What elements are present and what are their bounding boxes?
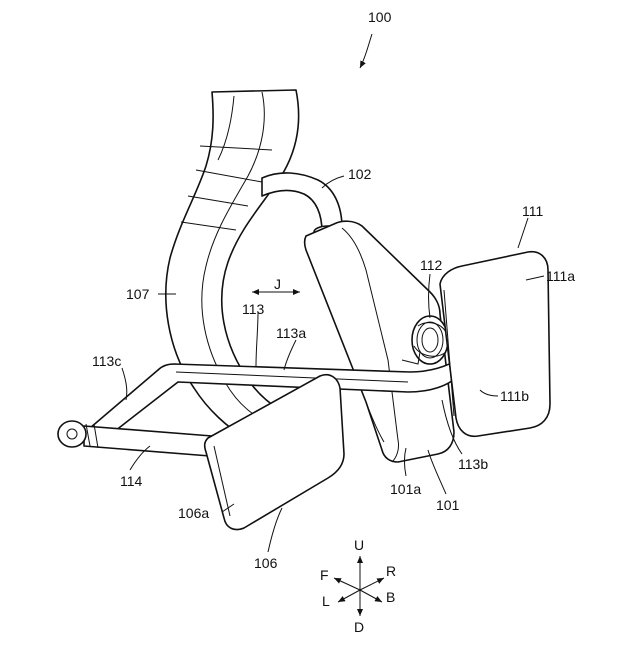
label-111b: 111b [500,388,529,404]
label-114: 114 [120,473,143,489]
leader-100 [360,34,372,68]
label-111a: 111a [546,268,575,284]
compass-up: U [354,537,364,553]
label-106: 106 [254,555,278,571]
compass-rear: R [386,563,396,579]
label-101a: 101a [390,481,421,497]
label-102: 102 [348,166,372,182]
direction-compass [334,556,384,616]
label-107: 107 [126,286,150,302]
label-112: 112 [420,257,443,273]
label-101: 101 [436,497,460,513]
label-113b: 113b [458,456,488,472]
leader-113c [122,368,127,400]
leader-106 [268,508,282,552]
leader-113 [256,312,258,366]
spring-112 [412,316,448,364]
label-j: J [274,276,281,292]
leader-101 [428,450,446,494]
compass-back: B [386,589,395,605]
leader-111 [518,218,528,248]
label-113c: 113c [92,353,121,369]
label-106a: 106a [178,505,209,521]
label-100: 100 [368,9,392,25]
label-111: 111 [522,203,543,219]
compass-front: F [320,567,329,583]
compass-left: L [322,593,330,609]
leader-113a [284,340,296,370]
label-113: 113 [242,301,265,317]
label-113a: 113a [276,325,306,341]
rod-114 [58,421,212,456]
compass-down: D [354,619,364,635]
pad-111 [440,252,550,437]
